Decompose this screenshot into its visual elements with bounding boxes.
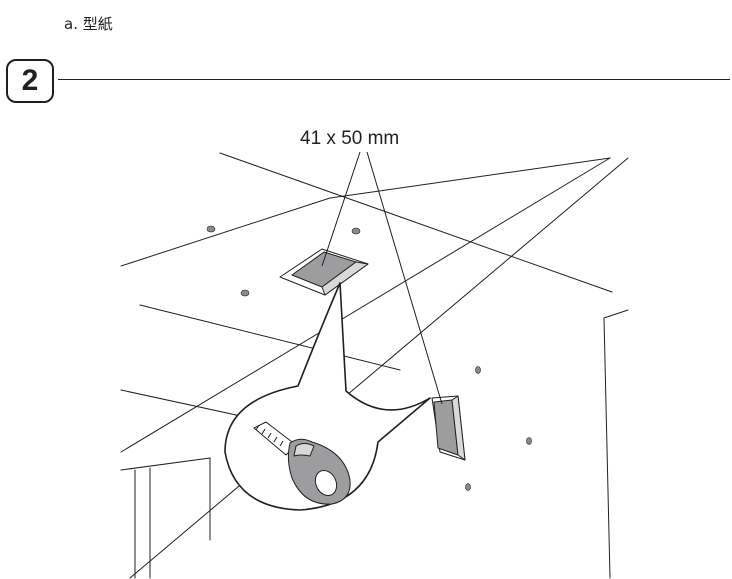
dowel-hole xyxy=(526,437,532,445)
jigsaw-icon xyxy=(253,421,351,505)
board-edge-left xyxy=(120,197,331,267)
cabinet-top xyxy=(120,457,211,471)
step-number: 2 xyxy=(21,64,39,97)
leader-line-top xyxy=(321,151,361,267)
dowel-hole xyxy=(475,366,481,374)
side-cutout xyxy=(431,395,466,461)
dowel-hole xyxy=(351,227,361,235)
dowel-hole xyxy=(465,483,471,491)
jigsaw-callout xyxy=(224,282,431,511)
dowel-hole xyxy=(206,225,216,233)
template-caption: a. 型紙 xyxy=(64,15,113,33)
dowel-hole xyxy=(240,289,250,297)
board-edge-front xyxy=(120,389,251,419)
diagonal-edge-upper xyxy=(120,157,611,453)
board-edge-mid xyxy=(139,304,401,371)
board-edge-upper-right xyxy=(329,157,611,199)
step-divider-line xyxy=(58,79,730,80)
top-cutout xyxy=(279,248,369,296)
diagonal-edge-lower xyxy=(129,157,629,579)
dimension-label: 41 x 50 mm xyxy=(300,128,400,149)
step-number-badge: 2 xyxy=(6,59,54,103)
side-panel-top xyxy=(603,309,629,319)
board-edge-back xyxy=(219,152,613,293)
leader-line-side xyxy=(366,151,443,405)
side-panel-edge xyxy=(603,317,611,579)
